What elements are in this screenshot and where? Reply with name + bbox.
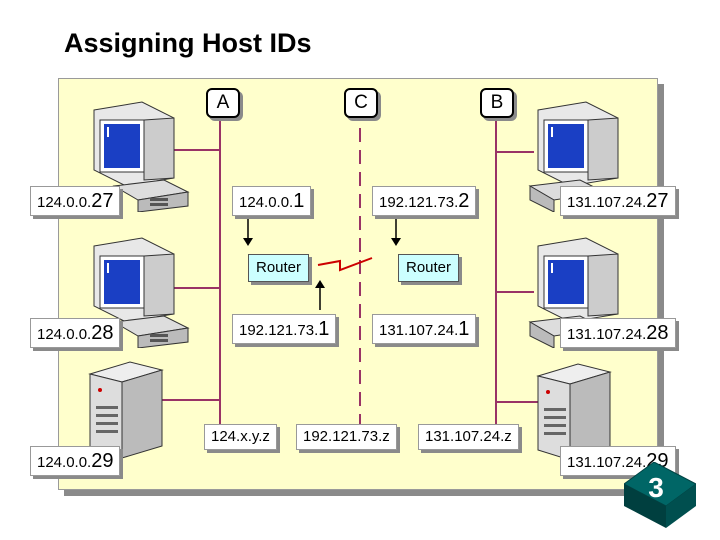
router-interface-ip-box: 131.107.24.1 <box>372 314 477 344</box>
slide-number: 3 <box>648 472 664 503</box>
network-b-label: B <box>480 88 514 118</box>
computer-icon <box>93 237 190 348</box>
computer-icon <box>528 101 619 212</box>
arrow-1-head <box>243 238 253 246</box>
host-id: 1 <box>318 318 330 340</box>
host-id: 2 <box>458 190 470 212</box>
network-prefix: 131.107.24. <box>379 322 459 339</box>
host-ip-box: 131.107.24.27 <box>560 186 676 216</box>
network-prefix: 131.107.24. <box>567 194 647 211</box>
network-prefix: 124.0.0. <box>239 194 294 211</box>
host-id: 28 <box>646 322 669 344</box>
router-link <box>317 257 373 272</box>
network-prefix: 192.121.73. <box>379 194 459 211</box>
host-id: 29 <box>91 450 114 472</box>
host-ip-box: 124.0.0.27 <box>30 186 121 216</box>
network-prefix: 131.107.24. <box>567 454 647 471</box>
host-id: 28 <box>91 322 114 344</box>
host-ip-box: 131.107.24.28 <box>560 318 676 348</box>
server-icon <box>536 363 612 461</box>
network-prefix: 124.0.0. <box>37 454 92 471</box>
router-box: Router <box>398 254 460 282</box>
network-id-box: 124.x.y.z <box>204 424 277 450</box>
computer-icon <box>93 101 190 212</box>
host-id: 1 <box>293 190 305 212</box>
router-interface-ip-box: 192.121.73.1 <box>232 314 337 344</box>
network-c-label: C <box>344 88 378 118</box>
network-prefix: 124.0.0. <box>37 194 92 211</box>
router-interface-ip-box: 124.0.0.1 <box>232 186 312 216</box>
router-box: Router <box>248 254 310 282</box>
slide-number-badge-icon <box>624 462 696 528</box>
slide-title: Assigning Host IDs <box>64 28 312 58</box>
host-ip-box: 124.0.0.29 <box>30 446 121 476</box>
arrow-2-head <box>391 238 401 246</box>
server-icon <box>88 361 164 459</box>
arrow-3-head <box>315 280 325 288</box>
router-interface-ip-box: 192.121.73.2 <box>372 186 477 216</box>
network-id-box: 131.107.24.z <box>418 424 519 450</box>
network-prefix: 131.107.24. <box>567 326 647 343</box>
host-id: 27 <box>91 190 114 212</box>
host-id: 27 <box>646 190 669 212</box>
network-id-box: 192.121.73.z <box>296 424 397 450</box>
host-id: 1 <box>458 318 470 340</box>
network-a-label: A <box>206 88 240 118</box>
host-ip-box: 124.0.0.28 <box>30 318 121 348</box>
network-prefix: 192.121.73. <box>239 322 319 339</box>
network-prefix: 124.0.0. <box>37 326 92 343</box>
